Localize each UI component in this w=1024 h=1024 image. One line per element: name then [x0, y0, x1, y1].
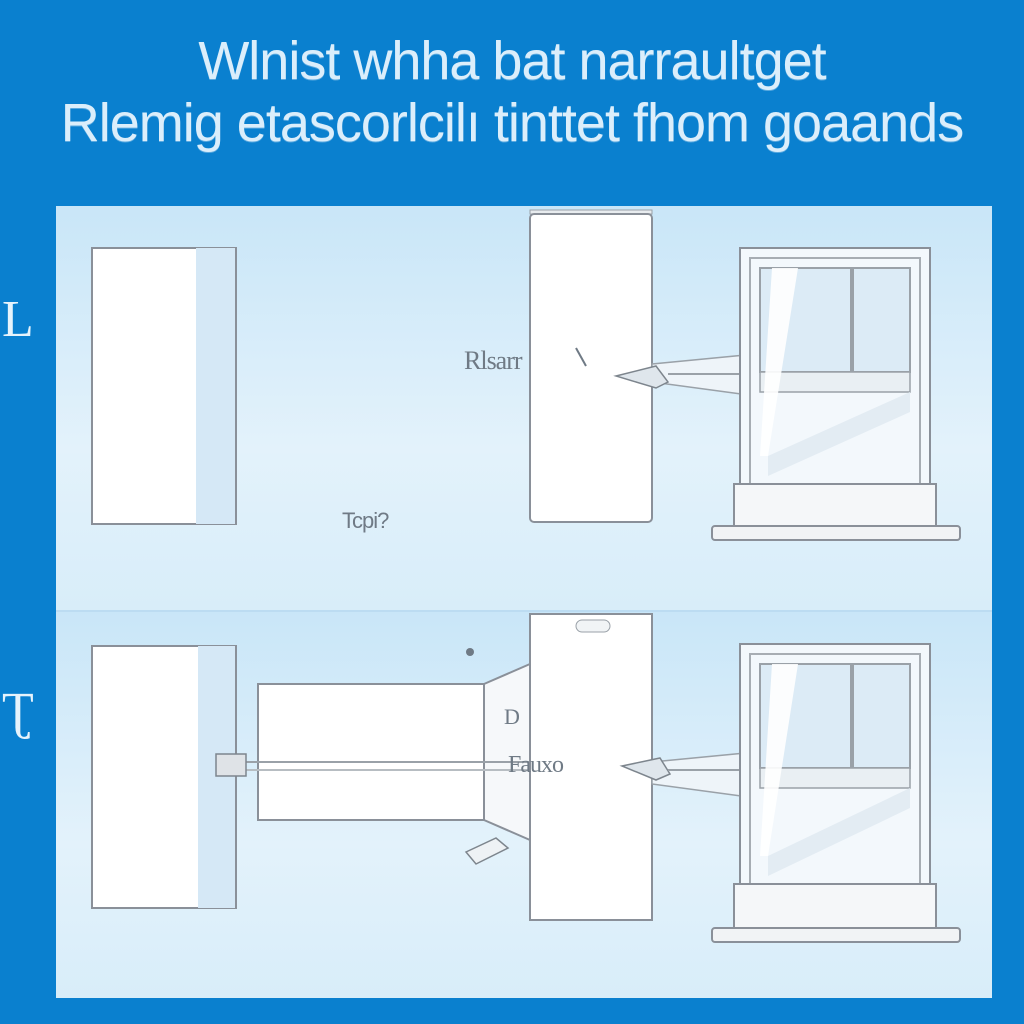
window-frame-bottom	[711, 643, 961, 943]
diagram-panel-bottom: Fauxo D	[56, 610, 992, 998]
label-bottom-top: Tcpi?	[342, 508, 389, 533]
panel-bottom-drawing	[91, 613, 961, 943]
label-middle-top: Rlsarr	[464, 346, 523, 375]
left-box-bottom	[91, 645, 237, 909]
window-frame-top	[711, 247, 961, 541]
panel-top-drawing	[91, 209, 961, 541]
label-small-bottom: D	[504, 704, 520, 729]
duct-bottom	[215, 648, 531, 865]
side-mark-bottom: Ʈ	[2, 683, 34, 740]
label-arrow-top	[575, 347, 587, 367]
connector-arm-bottom	[619, 751, 757, 799]
label-middle-bottom: Fauxo	[508, 752, 564, 778]
diagram-panel-top: Rlsarr Tcpi?	[56, 206, 992, 610]
side-mark-top: L	[2, 291, 34, 348]
left-box-top	[91, 247, 237, 525]
middle-panel-top	[529, 209, 653, 523]
title-line-2: Rlemig etascorlcilı tinttet fhom goaands	[60, 93, 964, 153]
title-line-1: Wlnist whha bat narraultget	[198, 31, 826, 91]
